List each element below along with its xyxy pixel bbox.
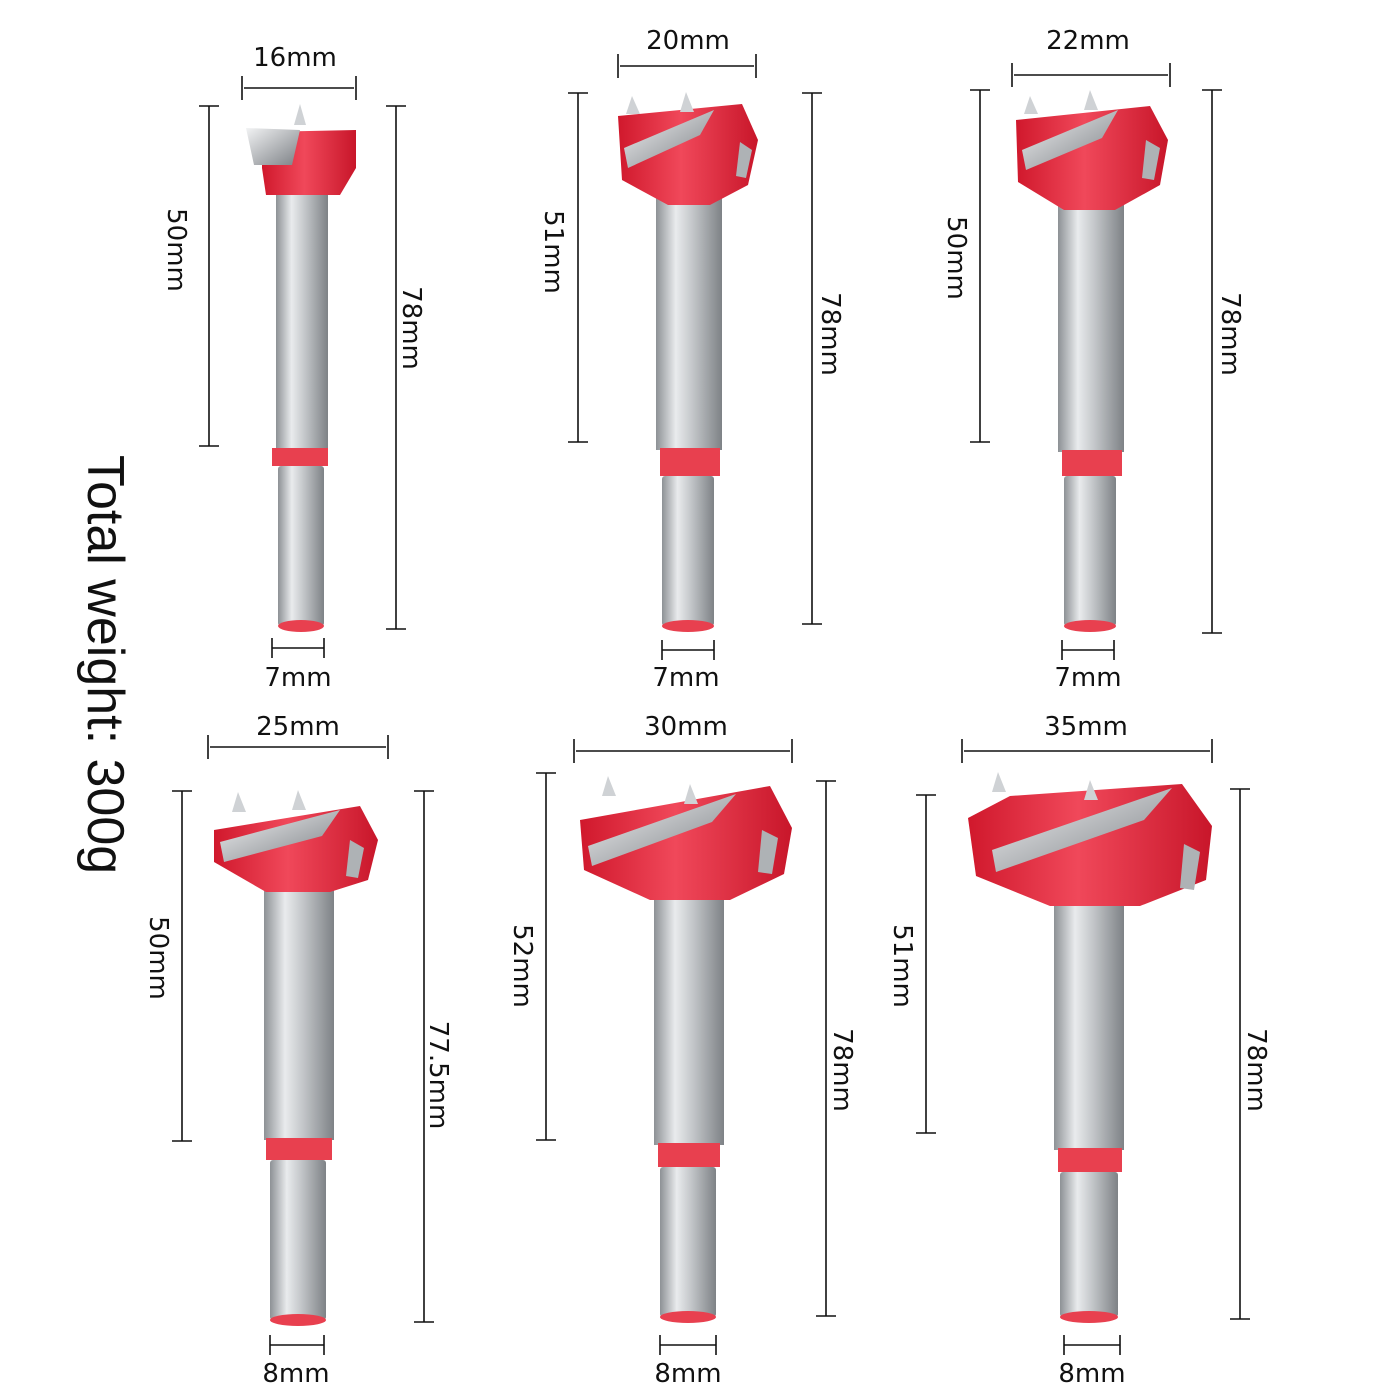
cut-depth-dimension: 50mm — [161, 105, 219, 447]
total-length-label: 78mm — [815, 292, 845, 376]
shank-dimension: 7mm — [264, 638, 332, 693]
bit-body — [968, 772, 1212, 1323]
cut-depth-dimension: 50mm — [941, 89, 990, 443]
shank-dimension: 8mm — [654, 1335, 722, 1389]
cut-depth-label: 50mm — [941, 216, 971, 300]
drill-bit-25mm: 25mm 50mm 77.5mm 8mm — [143, 712, 453, 1389]
total-length-dimension: 78mm — [386, 105, 426, 630]
bit-body — [580, 776, 792, 1323]
total-weight-label: Total weight: 300g — [76, 455, 134, 874]
cut-depth-dimension: 50mm — [143, 790, 192, 1142]
total-length-label: 78mm — [827, 1028, 857, 1112]
head-width-dimension: 22mm — [1011, 26, 1171, 87]
cut-depth-label: 51mm — [538, 210, 568, 294]
cut-depth-label: 50mm — [143, 916, 173, 1000]
shank-dimension: 7mm — [652, 640, 720, 693]
head-width-dimension: 30mm — [573, 712, 793, 763]
shank-label: 8mm — [1058, 1359, 1125, 1389]
head-width-dimension: 25mm — [207, 712, 389, 759]
cut-depth-dimension: 52mm — [507, 772, 556, 1141]
head-width-label: 20mm — [646, 26, 730, 56]
cut-depth-label: 52mm — [507, 924, 537, 1008]
total-length-dimension: 78mm — [1230, 788, 1271, 1320]
shank-dimension: 8mm — [1058, 1335, 1126, 1389]
head-width-label: 22mm — [1046, 26, 1130, 56]
bit-body — [246, 104, 356, 632]
head-width-label: 25mm — [256, 712, 340, 742]
cut-depth-dimension: 51mm — [887, 794, 936, 1134]
head-width-label: 35mm — [1044, 712, 1128, 742]
total-length-dimension: 77.5mm — [414, 790, 453, 1323]
head-width-label: 16mm — [253, 43, 337, 73]
total-length-label: 78mm — [1215, 292, 1245, 376]
cut-depth-label: 51mm — [887, 924, 917, 1008]
bit-body — [214, 790, 378, 1326]
total-length-dimension: 78mm — [802, 92, 845, 625]
bit-body — [1016, 90, 1168, 632]
total-length-label: 78mm — [1241, 1028, 1271, 1112]
drill-bit-30mm: 30mm 52mm 78mm 8mm — [507, 712, 857, 1389]
total-length-dimension: 78mm — [1202, 89, 1245, 634]
total-length-label: 78mm — [396, 286, 426, 370]
total-length-label: 77.5mm — [423, 1021, 453, 1130]
shank-label: 8mm — [262, 1359, 329, 1389]
shank-label: 8mm — [654, 1359, 721, 1389]
shank-dimension: 7mm — [1054, 640, 1122, 693]
head-width-dimension: 16mm — [241, 43, 357, 100]
shank-dimension: 8mm — [262, 1335, 330, 1389]
shank-label: 7mm — [1054, 663, 1121, 693]
drill-bit-16mm: 16mm 50mm 78mm 7mm — [161, 43, 426, 693]
head-width-label: 30mm — [644, 712, 728, 742]
shank-label: 7mm — [652, 663, 719, 693]
drill-bit-20mm: 20mm 51mm 78mm 7mm — [538, 26, 845, 693]
head-width-dimension: 35mm — [961, 712, 1213, 763]
drill-bit-35mm: 35mm 51mm 78mm 8mm — [887, 712, 1271, 1389]
shank-label: 7mm — [264, 663, 331, 693]
drill-bit-22mm: 22mm 50mm 78mm 7mm — [941, 26, 1245, 693]
cut-depth-label: 50mm — [161, 208, 191, 292]
cut-depth-dimension: 51mm — [538, 92, 588, 443]
total-length-dimension: 78mm — [816, 780, 857, 1317]
head-width-dimension: 20mm — [617, 26, 757, 78]
bit-body — [618, 92, 758, 632]
